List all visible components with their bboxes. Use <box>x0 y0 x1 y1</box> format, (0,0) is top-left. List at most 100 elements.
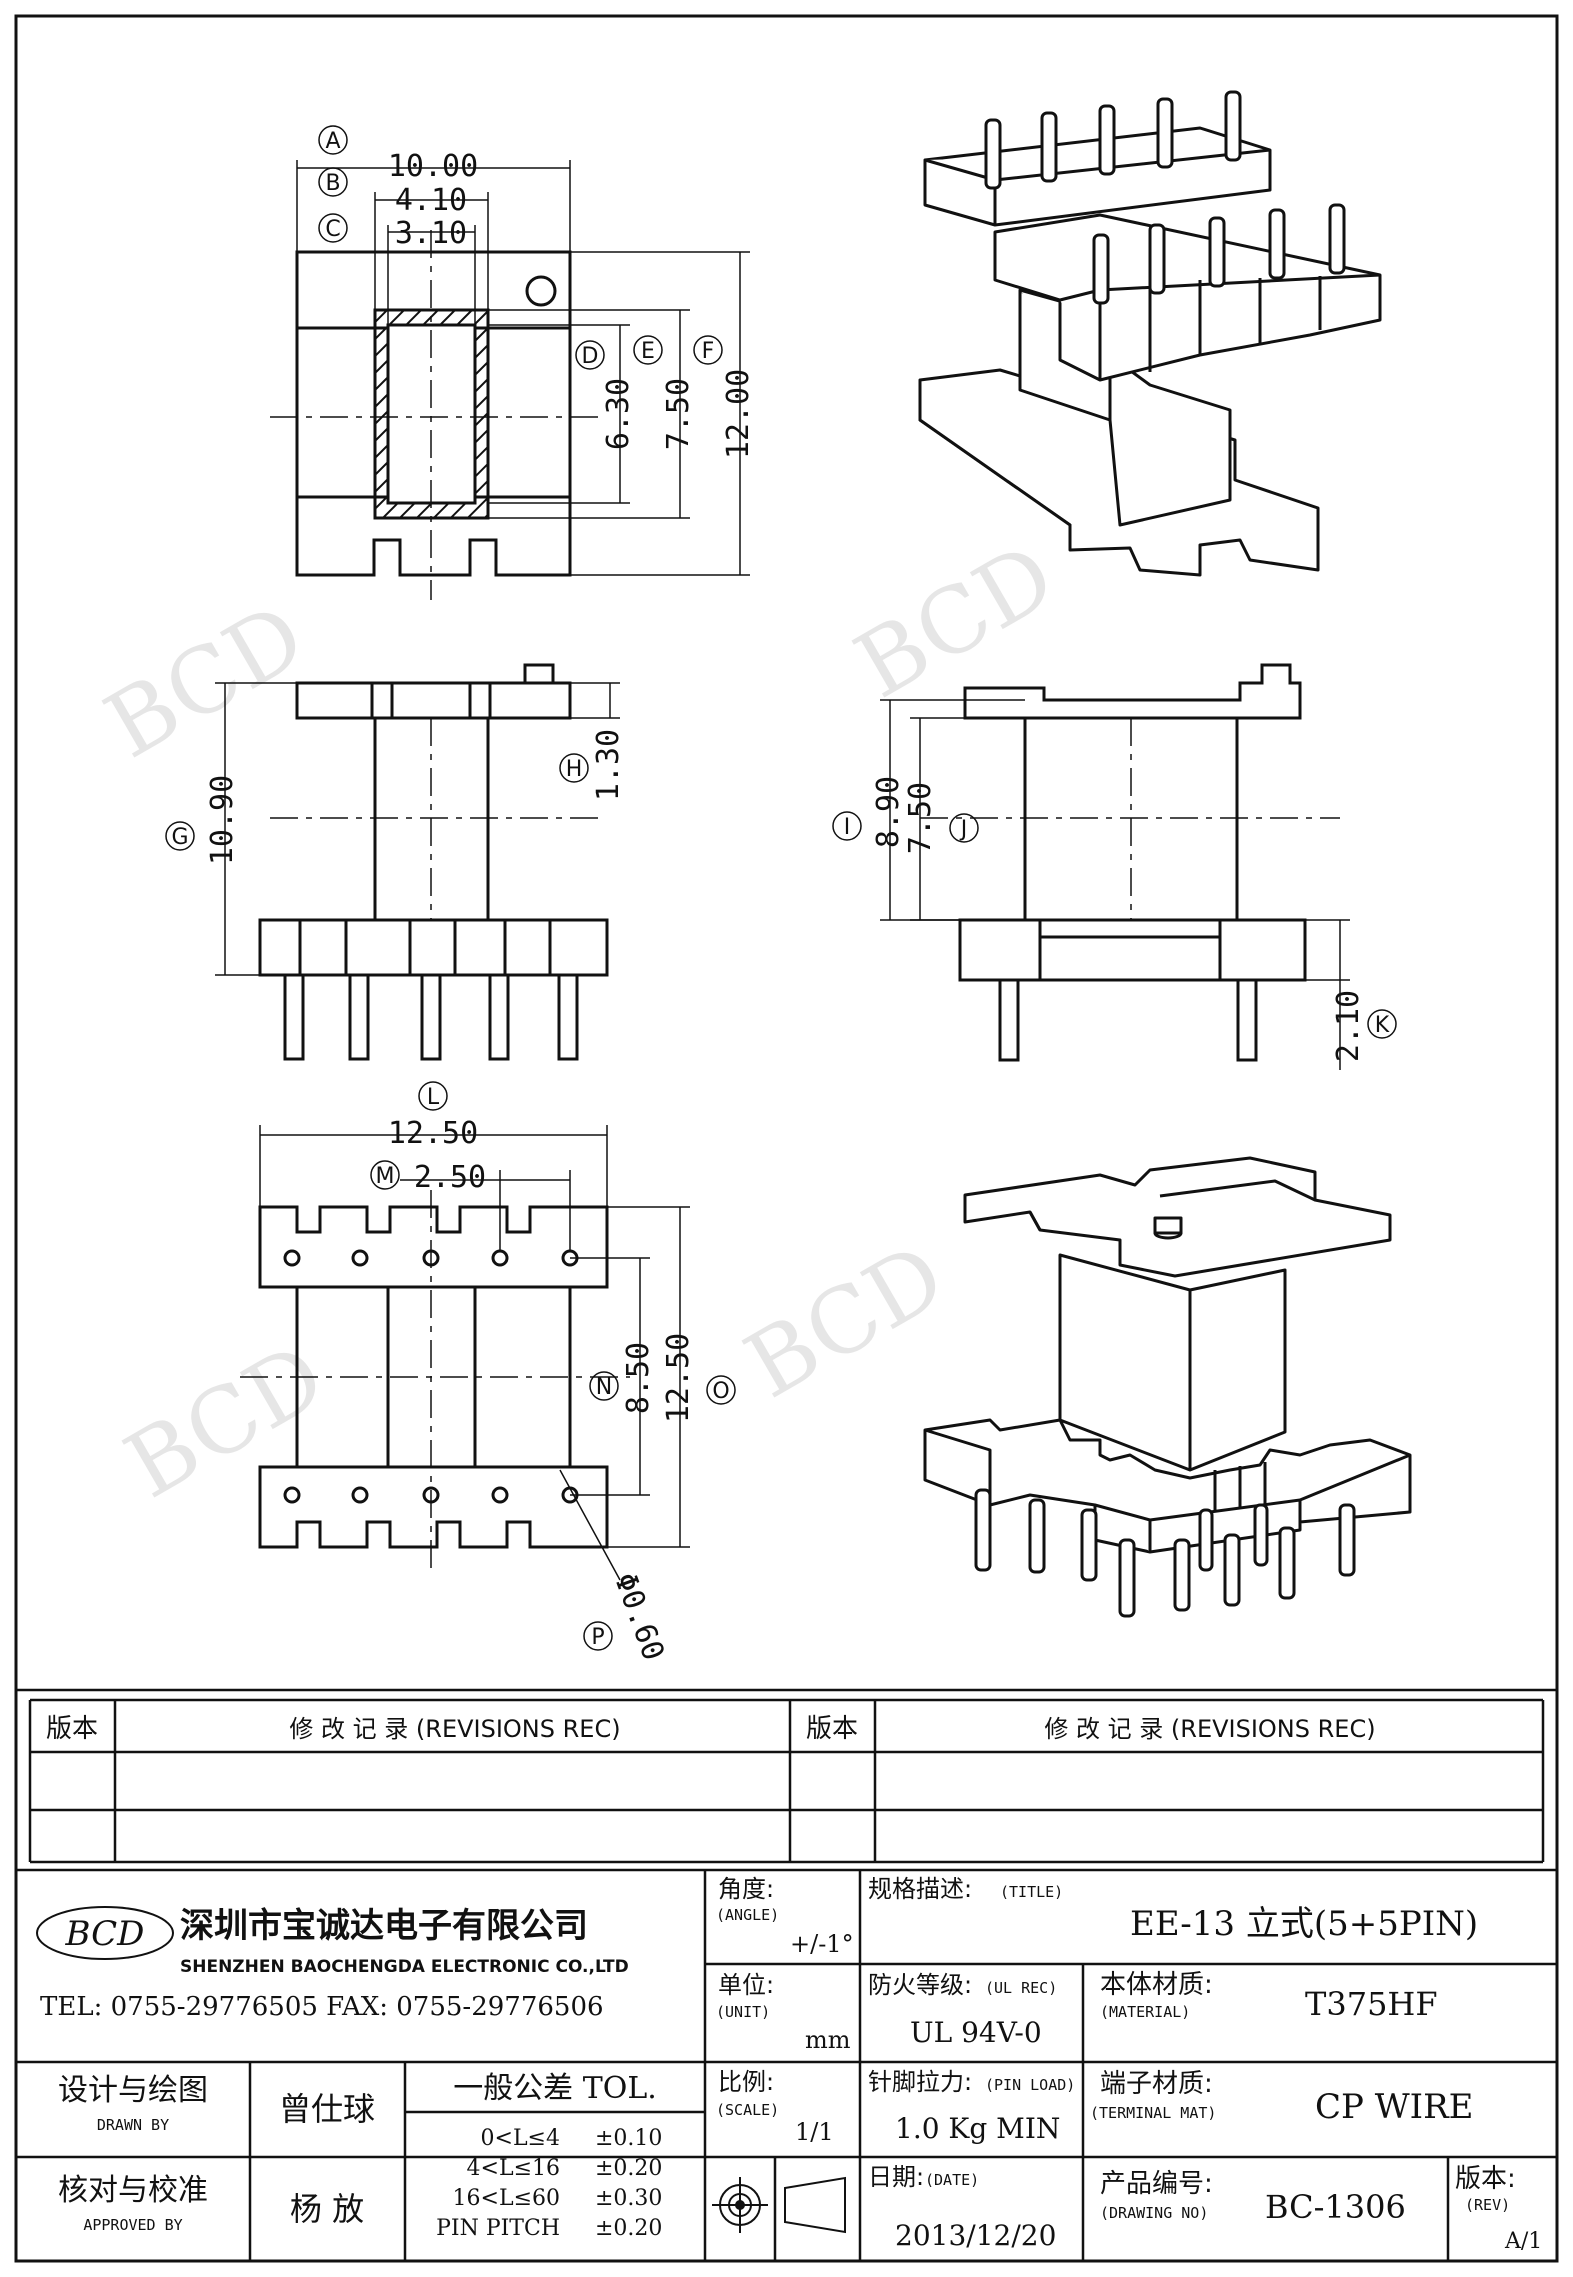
dim-N: N 8.50 <box>589 1342 656 1414</box>
material-value: T375HF <box>1305 1985 1438 2023</box>
scale-value: 1/1 <box>795 2118 834 2146</box>
front-view <box>215 663 620 1061</box>
svg-text:Φ0.60: Φ0.60 <box>607 1568 671 1665</box>
drawn-value: 曾仕球 <box>279 2090 375 2128</box>
tol-range: 0<L≤4 <box>481 2126 560 2151</box>
tol-title: 一般公差 TOL. <box>453 2071 657 2106</box>
svg-text:D: D <box>582 344 599 369</box>
title-label-en: (TITLE) <box>1000 1883 1063 1901</box>
unit-value: mm <box>805 2026 851 2054</box>
company-name-cn: 深圳市宝诚达电子有限公司 <box>180 1906 588 1946</box>
drawingno-label-en: (DRAWING NO) <box>1100 2204 1208 2222</box>
svg-text:12.00: 12.00 <box>721 369 756 459</box>
ul-label: 防火等级: <box>868 1971 972 1999</box>
dim-K: K 2.10 <box>1331 990 1397 1062</box>
svg-text:P: P <box>591 1625 604 1650</box>
approved-value: 杨 放 <box>290 2190 364 2228</box>
drawingno-value: BC-1306 <box>1265 2188 1406 2226</box>
svg-text:K: K <box>1375 1013 1390 1038</box>
tol-value: ±0.20 <box>595 2156 662 2181</box>
rev-label-en: (REV) <box>1465 2196 1510 2214</box>
date-value: 2013/12/20 <box>895 2219 1056 2252</box>
svg-text:A: A <box>325 129 340 154</box>
drawn-label: 设计与绘图 <box>58 2073 208 2108</box>
unit-label: 单位: <box>718 1971 774 1999</box>
bottom-view <box>240 1125 690 1581</box>
ul-value: UL 94V-0 <box>910 2016 1042 2049</box>
dim-C: C 3.10 <box>318 213 467 251</box>
svg-text:C: C <box>325 217 340 242</box>
svg-text:J: J <box>959 817 968 842</box>
title-value: EE-13 立式(5+5PIN) <box>1130 1904 1478 1944</box>
svg-text:3.10: 3.10 <box>395 216 467 251</box>
svg-text:7.50: 7.50 <box>903 782 938 854</box>
angle-label: 角度: <box>718 1875 774 1903</box>
terminal-label-en: (TERMINAL MAT) <box>1090 2104 1216 2122</box>
pinload-value: 1.0 Kg MIN <box>895 2112 1060 2145</box>
rev-header-version-1: 版本 <box>46 1714 98 1744</box>
iso-view-1 <box>918 90 1382 577</box>
angle-value: +/-1° <box>790 1930 854 1958</box>
dim-D: D 6.30 <box>575 340 636 450</box>
scale-label-en: (SCALE) <box>716 2101 779 2119</box>
tol-range: 16<L≤60 <box>453 2186 560 2211</box>
iso-view-2 <box>923 1156 1412 1618</box>
date-label-en: (DATE) <box>925 2171 979 2189</box>
title-block-grid <box>16 1868 1557 2261</box>
tol-value: ±0.30 <box>595 2186 662 2211</box>
terminal-label: 端子材质: <box>1100 2069 1213 2099</box>
svg-text:O: O <box>712 1379 729 1404</box>
svg-text:BCD: BCD <box>65 1914 145 1954</box>
rev-header-records-1: 修 改 记 录 (REVISIONS REC) <box>289 1715 620 1743</box>
title-label: 规格描述: <box>868 1875 972 1903</box>
ul-label-en: (UL REC) <box>985 1979 1057 1997</box>
dim-M: M 2.50 <box>370 1160 486 1195</box>
approved-label-en: APPROVED BY <box>83 2216 182 2234</box>
svg-text:F: F <box>702 339 715 364</box>
tol-range: PIN PITCH <box>436 2216 560 2241</box>
dim-G: G 10.90 <box>165 775 240 865</box>
rev-value: A/1 <box>1504 2229 1542 2254</box>
svg-text:2.50: 2.50 <box>414 1160 486 1195</box>
drawingno-label: 产品编号: <box>1100 2169 1213 2199</box>
svg-text:12.50: 12.50 <box>661 1333 696 1423</box>
tol-rows: 0<L≤4 ±0.10 4<L≤16 ±0.20 16<L≤60 ±0.30 P… <box>436 2126 662 2241</box>
date-label: 日期: <box>868 2163 924 2191</box>
material-label-en: (MATERIAL) <box>1100 2003 1190 2021</box>
watermark-1: BCD <box>89 584 322 779</box>
projection-symbol-icon <box>712 2176 846 2234</box>
approved-label: 核对与校准 <box>58 2173 208 2208</box>
tol-value: ±0.10 <box>595 2126 662 2151</box>
angle-label-en: (ANGLE) <box>716 1906 779 1924</box>
dim-P: P Φ0.60 <box>583 1568 671 1665</box>
svg-text:B: B <box>325 171 340 196</box>
scale-label: 比例: <box>718 2068 774 2096</box>
rev-header-version-2: 版本 <box>806 1714 858 1744</box>
material-label: 本体材质: <box>1100 1970 1213 2000</box>
dim-F: F 12.00 <box>693 335 756 459</box>
dim-H: H 1.30 <box>559 729 626 801</box>
svg-text:2.10: 2.10 <box>1331 990 1366 1062</box>
top-view <box>270 160 750 600</box>
dim-B: B 4.10 <box>318 167 467 218</box>
svg-text:6.30: 6.30 <box>601 378 636 450</box>
svg-text:H: H <box>566 757 583 782</box>
watermark-group: BCD BCD BCD BCD <box>89 524 1072 1519</box>
svg-text:10.00: 10.00 <box>388 149 478 184</box>
svg-text:L: L <box>427 1085 440 1110</box>
svg-text:G: G <box>171 825 188 850</box>
side-view <box>880 663 1350 1070</box>
tol-value: ±0.20 <box>595 2216 662 2241</box>
svg-text:N: N <box>596 1375 612 1400</box>
dim-J: J 7.50 <box>903 782 979 854</box>
terminal-value: CP WIRE <box>1315 2087 1474 2127</box>
rev-label: 版本: <box>1455 2164 1516 2194</box>
dim-I: I 8.90 <box>832 776 906 848</box>
svg-text:1.30: 1.30 <box>591 729 626 801</box>
svg-text:8.90: 8.90 <box>871 776 906 848</box>
drawn-label-en: DRAWN BY <box>97 2116 169 2134</box>
svg-text:10.90: 10.90 <box>205 775 240 865</box>
svg-text:8.50: 8.50 <box>621 1342 656 1414</box>
watermark-3: BCD <box>109 1324 342 1519</box>
